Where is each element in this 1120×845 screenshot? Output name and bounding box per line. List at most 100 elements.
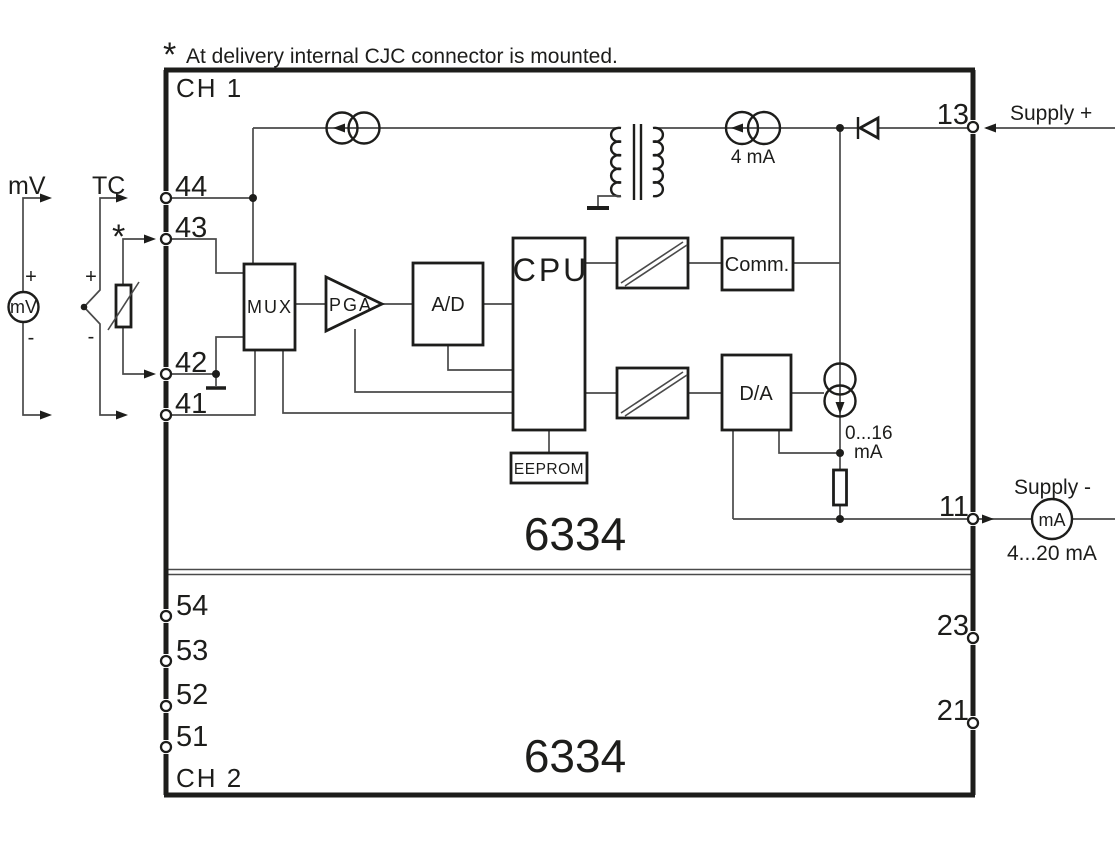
cjc-wire [122,238,148,375]
supply-minus-side: Supply - mA 4...20 mA [978,476,1115,565]
mv-input-symbol: mV mV + - [7,172,52,420]
terminal-21 [966,716,980,730]
dac-block: D/A [720,353,793,432]
wire-42 [171,336,244,375]
source-circle [325,111,359,145]
mv-minus: - [28,327,35,349]
eeprom-block: EEPROM [509,451,589,485]
comm-block: Comm. [720,236,795,292]
pga-cpu-control [354,329,513,393]
dac-box [720,353,793,432]
terminal-23-label: 23 [937,610,969,642]
bias-current-source-icon: 4 mA [724,110,782,168]
mux-label: MUX [247,297,293,317]
terminal-51-label: 51 [176,721,208,753]
channel1-labels: CH 1 6334 [176,73,626,560]
arrow-right-icon [144,369,156,379]
supply-minus-label: Supply - [1014,476,1091,499]
terminal-54 [159,609,173,623]
adc-label: A/D [431,294,464,316]
terminal-52-label: 52 [176,679,208,711]
terminal-43 [159,232,173,246]
mv-source-icon [7,290,40,324]
dac-output-wires [732,430,840,519]
output-current-source-icon: 0...16 mA [823,362,893,463]
isolation-barrier-top [615,236,690,290]
terminal-42 [159,367,173,381]
transformer-icon [587,124,665,210]
arrow-left-icon [333,123,345,133]
mv-input-label: mV [8,172,46,200]
source-circle [347,111,381,145]
tc-minus: - [88,326,95,348]
footnote-star: * [163,36,176,74]
terminal-23 [966,631,980,645]
wire-43 [171,238,244,274]
channel1-box [163,67,976,798]
comm-box [720,236,795,292]
eeprom-label: EEPROM [514,461,584,478]
shunt-resistor-icon [832,468,848,507]
tc-input-symbol: TC + - [80,172,128,420]
out-current-label-2: mA [854,442,883,463]
comm-label: Comm. [725,254,789,276]
mv-plus: + [25,266,37,288]
arrow-right-icon [40,410,52,420]
cjc-resistor-slash [107,281,140,331]
arrow-right-icon [982,514,994,524]
transformer-core [632,124,643,200]
terminal-42-label: 42 [175,347,207,379]
channel-separator [168,568,971,576]
terminal-53-label: 53 [176,635,208,667]
terminal-41-label: 41 [175,388,207,420]
terminal-41 [159,408,173,422]
footnote-text: At delivery internal CJC connector is mo… [186,45,618,68]
supply-plus-label: Supply + [1010,102,1092,125]
tc-plus: + [85,266,97,288]
adc-cpu-control [447,345,513,371]
junction-dot [836,515,844,523]
terminal-44-label: 44 [175,171,207,203]
mv-source-label: mV [10,297,37,317]
cjc-star: * [112,218,125,256]
arrow-left-icon [731,123,743,133]
mux-block: MUX [242,262,297,352]
pga-label: PGA [329,295,373,315]
terminal-44 [159,191,173,205]
junction-dot [249,194,257,202]
channel1-model: 6334 [524,508,626,560]
arrow-right-icon [40,193,52,203]
oscillator-current-source-icon [325,111,381,145]
channel2-model: 6334 [524,730,626,782]
primary-coil [609,126,622,198]
junction-dot [836,124,844,132]
junction-dot [836,449,844,457]
diode-triangle [857,115,880,141]
cpu-block: CPU [511,236,590,432]
mux-cpu-control [282,350,513,414]
mux-box [242,262,297,352]
terminal-51 [159,740,173,754]
ma-meter-label: mA [1039,510,1066,530]
terminal-52 [159,699,173,713]
isolation-barrier-bottom [615,366,690,420]
footnote: * At delivery internal CJC connector is … [163,36,618,74]
cpu-label: CPU [513,252,590,288]
terminal-43-label: 43 [175,212,207,244]
arrow-down-icon [835,402,845,414]
bias-current-label: 4 mA [731,147,776,168]
isolation-slash-icon [620,241,688,287]
adc-box [411,261,485,347]
arrow-right-icon [116,410,128,420]
junction-dot [212,370,220,378]
secondary-coil [652,126,665,198]
source-circle [724,110,760,146]
mv-wire [22,197,44,416]
cjc-sensor-symbol: * [107,218,156,379]
pga-block: PGA [324,274,386,334]
source-circle [823,384,857,418]
eeprom-box [509,451,589,485]
cpu-box [511,236,587,432]
supply-plus-side: Supply + [984,102,1115,133]
